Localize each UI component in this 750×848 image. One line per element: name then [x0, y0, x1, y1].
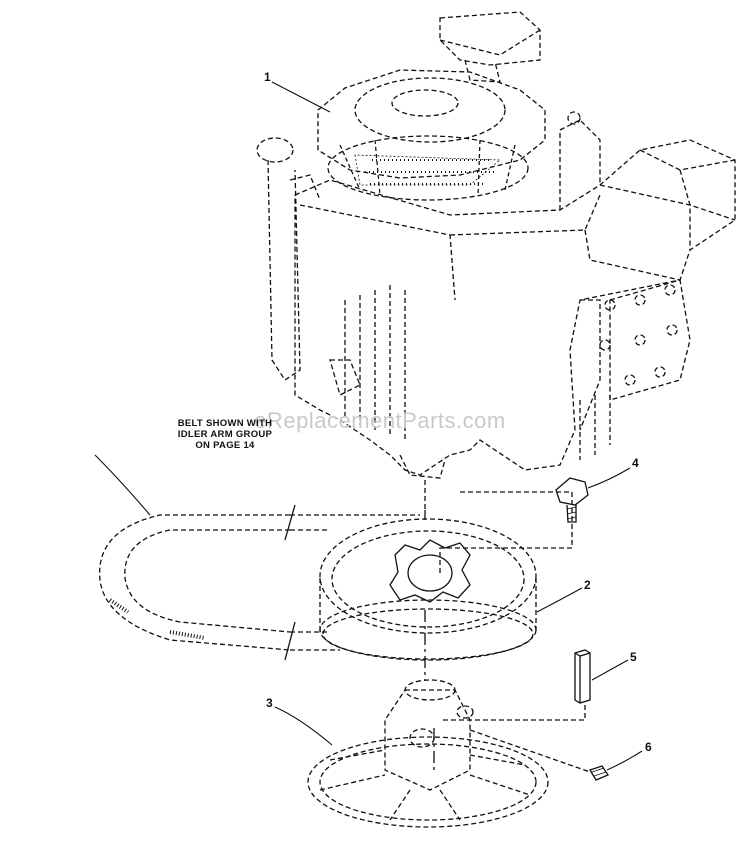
- key-leader: [440, 705, 586, 721]
- belt-note-line-2: IDLER ARM GROUP: [177, 429, 273, 440]
- hub-part-3[interactable]: [307, 679, 549, 828]
- belt-note-line-3: ON PAGE 14: [195, 440, 255, 451]
- key-part-5[interactable]: [574, 649, 591, 704]
- set-screw-part-6[interactable]: [589, 765, 609, 781]
- leader-2: [536, 587, 583, 613]
- leader-4: [587, 467, 631, 489]
- callout-2[interactable]: 2: [584, 578, 591, 592]
- belt-note: BELT SHOWN WITH IDLER ARM GROUP ON PAGE …: [150, 418, 300, 451]
- note-leader: [94, 454, 151, 516]
- callout-6[interactable]: 6: [645, 740, 652, 754]
- watermark: eReplacementParts.com: [254, 408, 506, 433]
- callout-4[interactable]: 4: [632, 456, 639, 470]
- set-screw-leader: [469, 729, 591, 773]
- pulley-part-2[interactable]: [319, 518, 537, 661]
- leader-1: [271, 81, 331, 113]
- engine-part-1[interactable]: [256, 11, 736, 510]
- belt[interactable]: [99, 504, 420, 661]
- callout-1[interactable]: 1: [264, 70, 271, 84]
- callout-3[interactable]: 3: [266, 696, 273, 710]
- leader-3: [274, 706, 333, 746]
- crankshaft-centerline: [424, 510, 435, 770]
- leader-5: [591, 659, 629, 681]
- belt-note-line-1: BELT SHOWN WITH: [177, 418, 273, 429]
- leader-6: [606, 750, 643, 771]
- callout-5[interactable]: 5: [630, 650, 637, 664]
